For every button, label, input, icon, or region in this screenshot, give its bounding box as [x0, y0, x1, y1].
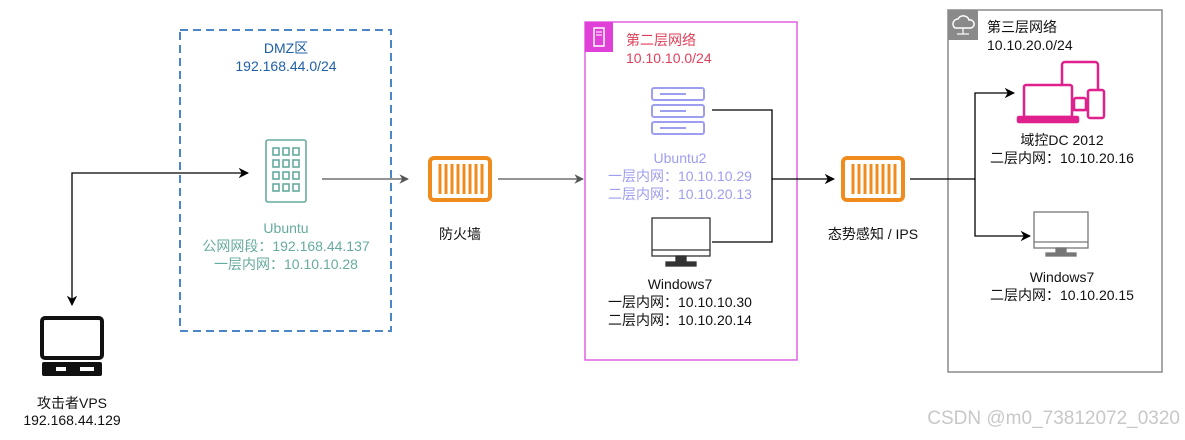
attacker-ip: 192.168.44.129: [23, 412, 121, 428]
ubuntu-layer1-ip: 一层内网：10.10.10.28: [214, 256, 358, 272]
domain-controller-devices-icon: [1016, 60, 1106, 124]
dmz-zone-box: [179, 29, 392, 332]
firewall-name: 防火墙: [439, 226, 481, 242]
connector-ubuntu2-ips: [712, 109, 836, 185]
ubuntu-name: Ubuntu: [263, 220, 309, 236]
firewall-icon: [428, 156, 492, 202]
layer2-zone-subnet: 10.10.10.0/24: [626, 50, 712, 66]
ips-icon: [841, 156, 905, 202]
connector-win7a-ips: [712, 179, 773, 243]
ubuntu-server-icon: [265, 139, 307, 203]
layer3-zone-subnet: 10.10.20.0/24: [987, 37, 1073, 53]
win7a-desktop-icon: [651, 217, 711, 267]
dc-layer2-ip: 二层内网：10.10.20.16: [990, 150, 1134, 166]
cloud-network-icon: [948, 10, 978, 40]
ubuntu2-layer2-ip: 二层内网：10.10.20.13: [608, 186, 752, 202]
connector-ips-win7b: [974, 179, 1032, 242]
win7b-layer2-ip: 二层内网：10.10.20.15: [990, 287, 1134, 303]
ips-name: 态势感知 / IPS: [827, 226, 919, 242]
ubuntu2-layer1-ip: 一层内网：10.10.10.29: [608, 168, 752, 184]
connector-ips-dc: [910, 87, 1016, 180]
win7a-layer2-ip: 二层内网：10.10.20.14: [608, 312, 752, 328]
dmz-zone-title: DMZ区: [263, 40, 309, 56]
connector-attacker-ubuntu: [66, 167, 250, 307]
layer3-zone-box: [947, 9, 1163, 373]
win7b-desktop-icon: [1033, 211, 1089, 257]
server-rack-icon: [585, 22, 613, 52]
ubuntu2-name: Ubuntu2: [653, 150, 707, 166]
layer3-zone-title: 第三层网络: [987, 19, 1057, 35]
watermark-text: CSDN @m0_73812072_0320: [927, 408, 1180, 429]
win7a-name: Windows7: [647, 276, 713, 292]
attacker-computer-icon: [40, 316, 104, 376]
win7a-layer1-ip: 一层内网：10.10.10.30: [608, 294, 752, 310]
ubuntu-public-ip: 公网网段：192.168.44.137: [202, 238, 370, 254]
layer2-zone-box: [584, 21, 798, 361]
attacker-name: 攻击者VPS: [36, 395, 107, 411]
layer2-zone-title: 第二层网络: [626, 32, 696, 48]
dmz-zone-subnet: 192.168.44.0/24: [235, 58, 337, 74]
ubuntu2-server-icon: [651, 87, 705, 135]
win7b-name: Windows7: [1029, 269, 1095, 285]
dc-name: 域控DC 2012: [1020, 132, 1104, 148]
